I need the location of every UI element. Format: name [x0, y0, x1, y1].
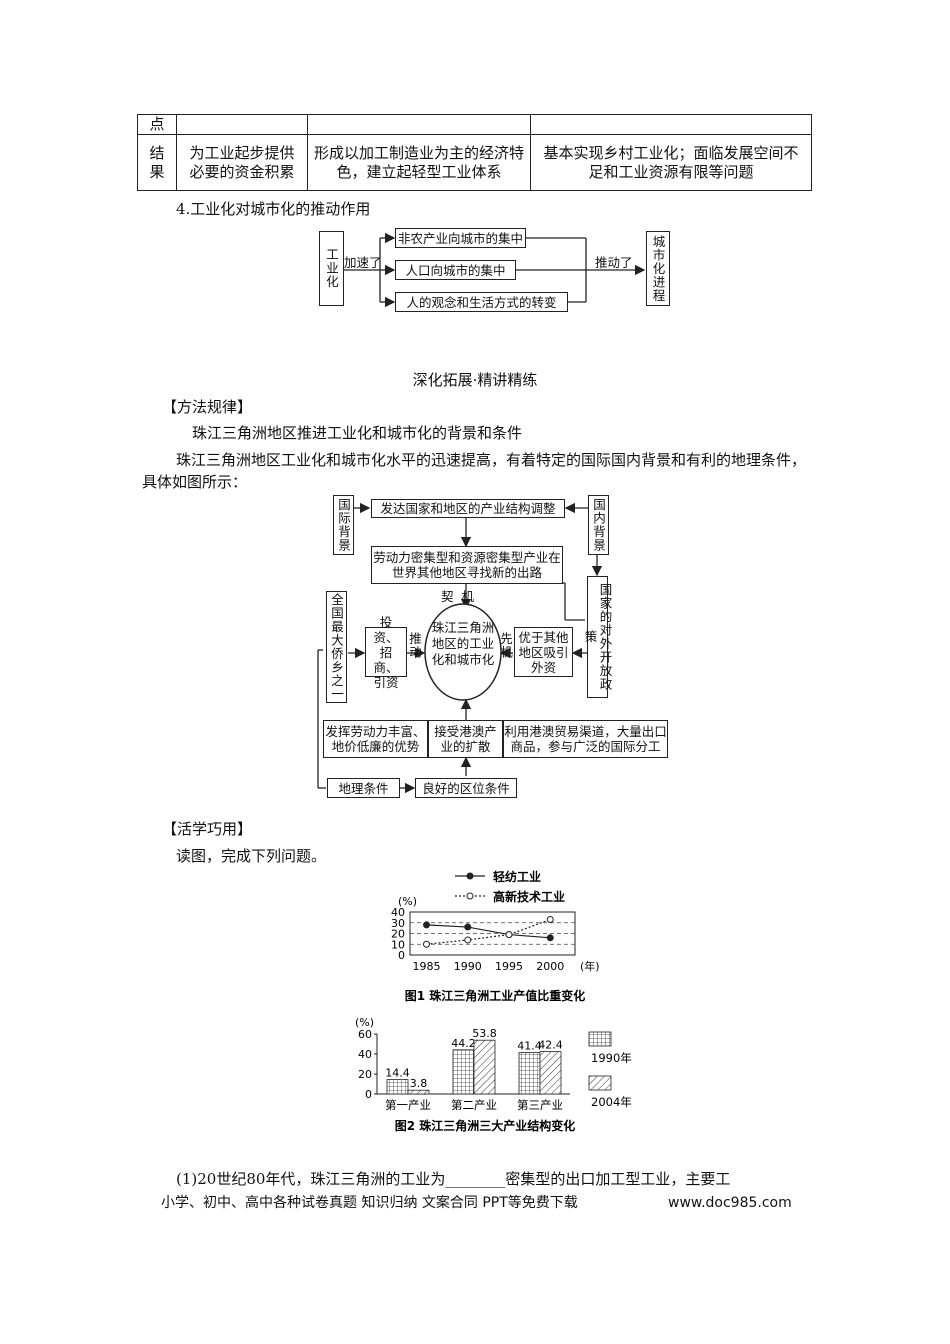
- bar: [518, 1052, 541, 1095]
- footer-text: 小学、初中、高中各种试卷真题 知识归纳 文案合同 PPT等免费下载: [161, 1195, 578, 1211]
- table-cell: 形成以加工制造业为主的经济特色，建立起轻型工业体系: [307, 134, 531, 191]
- domestic-background-box: 国内背景: [588, 495, 609, 555]
- hk-macao-diffusion-box: 接受港澳产业的扩散: [428, 720, 503, 758]
- y-tick-label: 0: [365, 1088, 372, 1101]
- x-tick-label: 第一产业: [385, 1098, 431, 1112]
- bar: [386, 1079, 409, 1095]
- hometown-box: 全国最大侨乡之一: [326, 591, 347, 703]
- diagram2-lines: [317, 502, 603, 794]
- section-title: 4.工业化对城市化的推动作用: [176, 200, 371, 218]
- x-axis-unit: (年): [580, 959, 600, 973]
- legend-swatch: [588, 1031, 612, 1047]
- table-row-head: 结果: [137, 134, 177, 191]
- industrial-restructure-box: 发达国家和地区的产业结构调整: [371, 499, 565, 518]
- legend-label: 高新技术工业: [493, 889, 565, 904]
- legend-label: 2004年: [591, 1095, 632, 1109]
- legend-marker: [466, 892, 474, 900]
- urbanization-box: 城市化进程: [646, 231, 670, 306]
- population-box: 人口向城市的集中: [395, 260, 516, 280]
- x-tick-label: 第二产业: [451, 1098, 497, 1112]
- data-label: 53.8: [472, 1027, 497, 1040]
- series-line: [426, 918, 551, 945]
- legend-swatch: [588, 1075, 612, 1091]
- diagram-lines: [344, 232, 646, 308]
- data-label: 3.8: [410, 1077, 428, 1090]
- y-axis-label: (%): [398, 895, 417, 908]
- y-axis-label: (%): [355, 1016, 374, 1029]
- chart-title: 图2 珠江三角洲三大产业结构变化: [395, 1118, 576, 1133]
- promoted-label: 推动了: [595, 255, 633, 270]
- drive-label: 推动: [407, 632, 422, 659]
- x-tick-label: 1995: [495, 960, 523, 973]
- table-cell: 为工业起步提供必要的资金积累: [176, 134, 308, 191]
- method-paragraph: 珠江三角洲地区工业化和城市化水平的迅速提高，有着特定的国际国内背景和有利的地理条…: [142, 451, 807, 491]
- geo-condition-box: 地理条件: [327, 778, 400, 798]
- method-subtitle: 珠江三角洲地区推进工业化和城市化的背景和条件: [192, 424, 523, 442]
- data-point: [505, 931, 513, 939]
- table-cell: 基本实现乡村工业化；面临发展空间不足和工业资源有限等问题: [530, 134, 812, 191]
- method-title: 【方法规律】: [162, 398, 253, 416]
- labor-intensive-box: 劳动力密集型和资源密集型产业在世界其他地区寻找新的出路: [371, 546, 563, 584]
- international-background-box: 国际背景: [333, 495, 354, 555]
- opening-policy-box: 国家的对外开放政策: [583, 576, 613, 698]
- section-heading: 深化拓展·精讲精练: [412, 371, 538, 389]
- data-point: [423, 940, 430, 948]
- lifestyle-box: 人的观念和生活方式的转变: [395, 292, 568, 312]
- x-tick-label: 2000: [536, 960, 564, 973]
- labor-advantage-box: 发挥劳动力丰富、地价低廉的优势: [323, 720, 428, 758]
- y-tick-label: 10: [391, 938, 405, 951]
- data-label: 44.2: [451, 1037, 476, 1050]
- y-tick-label: 40: [358, 1048, 372, 1061]
- legend-marker: [466, 872, 474, 880]
- x-tick-label: 1990: [454, 960, 482, 973]
- location-box: 良好的区位条件: [415, 778, 517, 798]
- accelerated-label: 加速了: [344, 255, 382, 270]
- bar: [539, 1051, 562, 1095]
- investment-box: 投资、招商、引资: [365, 615, 407, 690]
- opportunity-label: 契机: [441, 589, 483, 604]
- center-ellipse: [424, 603, 502, 701]
- y-tick-label: 40: [391, 906, 405, 919]
- comparison-table: 点 结果 为工业起步提供必要的资金积累 形成以加工制造业为主的经济特色，建立起轻…: [137, 114, 812, 191]
- attract-fdi-box: 优于其他地区吸引外资: [514, 627, 573, 677]
- y-tick-label: 20: [358, 1068, 372, 1081]
- data-label: 42.4: [538, 1039, 563, 1052]
- bar: [452, 1049, 475, 1095]
- footer-url[interactable]: www.doc985.com: [668, 1195, 792, 1211]
- bar: [407, 1089, 430, 1095]
- bar: [473, 1039, 496, 1095]
- trade-channel-box: 利用港澳贸易渠道，大量出口商品，参与广泛的国际分工: [503, 720, 668, 758]
- legend-label: 轻纺工业: [493, 869, 541, 884]
- nonagri-box: 非农产业向城市的集中: [395, 228, 526, 248]
- chart-title: 图1 珠江三角洲工业产值比重变化: [405, 988, 586, 1003]
- data-point: [464, 923, 472, 931]
- center-label: 珠江三角洲地区的工业化和城市化: [431, 620, 495, 667]
- y-tick-label: 0: [398, 949, 405, 962]
- practice-text: 读图，完成下列问题。: [176, 847, 327, 865]
- data-label: 41.4: [517, 1040, 542, 1053]
- legend-label: 1990年: [591, 1051, 632, 1065]
- x-tick-label: 1985: [413, 960, 441, 973]
- data-point: [546, 934, 554, 942]
- data-point: [423, 921, 430, 929]
- x-tick-label: 第三产业: [517, 1098, 563, 1112]
- series-line: [426, 924, 551, 939]
- y-tick-label: 60: [358, 1028, 372, 1041]
- practice-title: 【活学巧用】: [162, 820, 253, 838]
- question-1: (1)20世纪80年代，珠江三角洲的工业为________密集型的出口加工型工业…: [176, 1170, 731, 1188]
- advantage-label: 先机: [498, 632, 513, 659]
- y-tick-label: 20: [391, 928, 405, 941]
- data-label: 14.4: [385, 1067, 410, 1080]
- industrialization-box: 工业化: [319, 231, 344, 306]
- y-tick-label: 30: [391, 917, 405, 930]
- data-point: [464, 936, 472, 944]
- data-point: [546, 916, 554, 924]
- bar-chart-industry-structure: (%) 0 20 40 60 14.43.8 第一产业 44.253.8 第二产业 41.442.…: [355, 1016, 632, 1133]
